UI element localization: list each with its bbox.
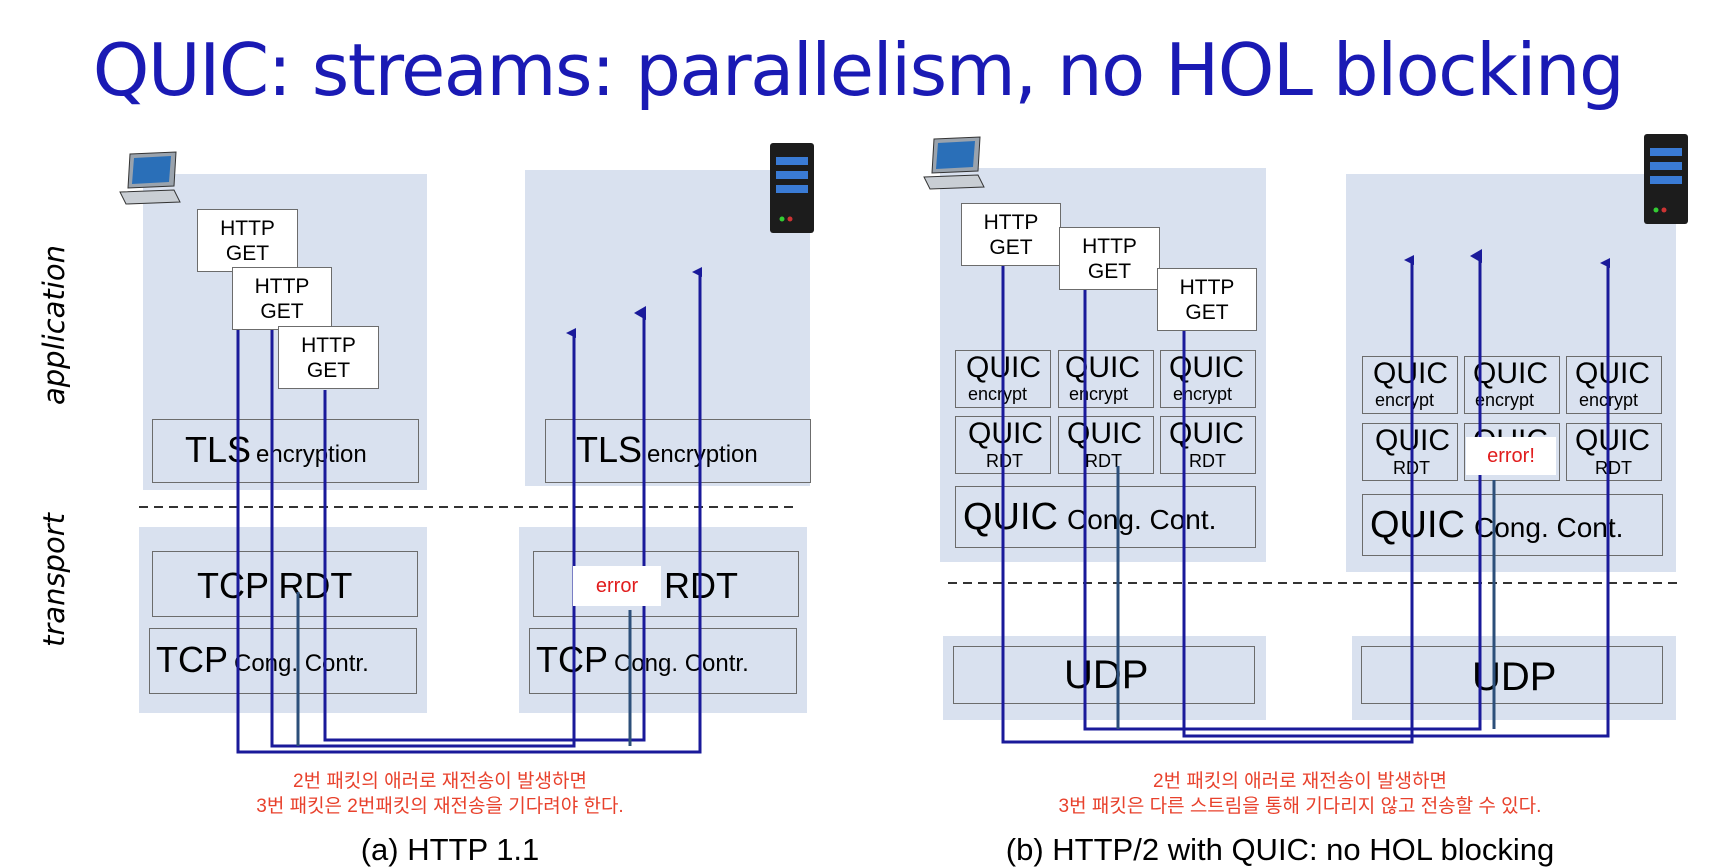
left-client-tcp-cc-box: TCP Cong. Contr. (149, 628, 417, 694)
right-note: 2번 패킷의 애러로 재전송이 발생하면 3번 패킷은 다른 스트림을 통해 기… (1058, 771, 1542, 817)
right-error-label: error! (1466, 437, 1556, 475)
page-title: QUIC: streams: parallelism, no HOL block… (92, 28, 1625, 112)
server-icon (770, 143, 814, 233)
right-client-quic-cc: QUIC Cong. Cont. (955, 486, 1256, 548)
right-client-quic-rdt-2: QUIC RDT (1058, 416, 1154, 474)
right-client-quic-encrypt-3: QUIC encrypt (1160, 350, 1256, 408)
right-caption: (b) HTTP/2 with QUIC: no HOL blocking (1005, 832, 1555, 867)
left-stream-2 (270, 328, 576, 748)
left-note: 2번 패킷의 애러로 재전송이 발생하면 3번 패킷은 2번패킷의 재전송을 기… (256, 771, 624, 817)
right-stream-2 (1083, 249, 1482, 731)
left-server-tls-box: TLS encryption (545, 419, 811, 483)
laptop-icon (119, 151, 181, 205)
right-server-quic-encrypt-1: QUIC encrypt (1362, 356, 1458, 414)
left-client-tcp-rdt-box: TCP RDT (152, 551, 418, 617)
laptop-icon (923, 136, 985, 190)
server-icon (1644, 134, 1688, 224)
right-client-quic-rdt-3: QUIC RDT (1160, 416, 1256, 474)
left-stream-1 (236, 267, 702, 754)
right-stream-3 (1182, 258, 1610, 738)
right-stream-1 (1001, 255, 1414, 744)
right-server-quic-rdt-3: QUIC RDT (1566, 423, 1662, 481)
left-caption: (a) HTTP 1.1 (360, 832, 540, 867)
left-stream-3 (323, 306, 646, 742)
left-error-label: error (573, 566, 661, 606)
left-client-tls-box: TLS encryption (152, 419, 419, 483)
